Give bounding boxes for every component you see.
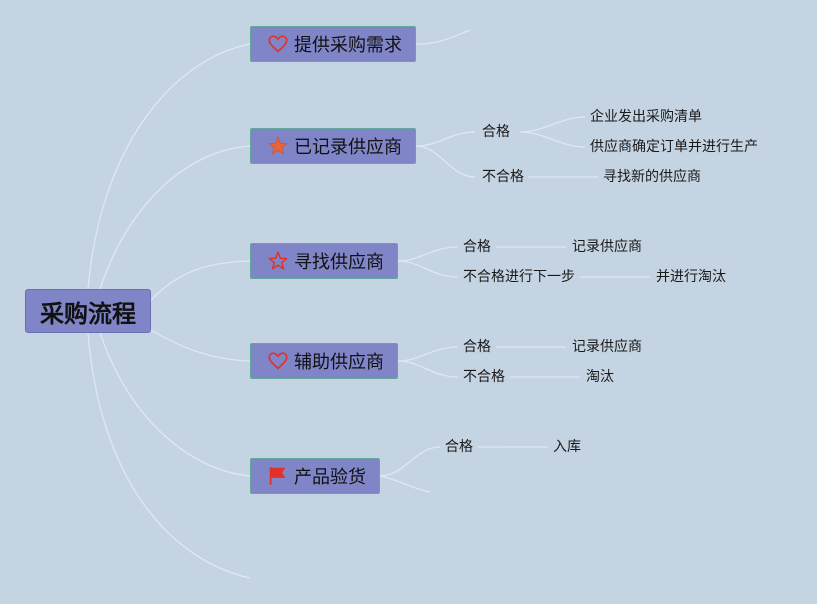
heart-icon: [267, 33, 289, 55]
edge-b2-pass-a: [519, 116, 586, 133]
edge-root-extra: [87, 332, 251, 579]
edge-branch-1-tail: [415, 29, 471, 45]
leaf-node[interactable]: 供应商确定订单并进行生产: [590, 139, 758, 155]
branch-node-2[interactable]: 已记录供应商: [250, 128, 416, 164]
branch-label: 寻找供应商: [294, 252, 384, 273]
edge-root-branch-1: [87, 43, 251, 290]
edge-b5-tail: [379, 475, 431, 493]
edge-b4-pass: [397, 346, 459, 362]
edge-b2-fail: [415, 145, 476, 178]
sub-node-fail[interactable]: 不合格: [463, 369, 505, 385]
heart-icon: [267, 350, 289, 372]
leaf-node[interactable]: 淘汰: [586, 369, 614, 385]
sub-node-pass[interactable]: 合格: [482, 124, 510, 140]
edge-root-branch-5: [99, 332, 251, 477]
sub-node-pass[interactable]: 合格: [463, 239, 491, 255]
edge-b5-pass: [379, 446, 441, 477]
sub-node-fail[interactable]: 不合格: [482, 169, 524, 185]
branch-node-1[interactable]: 提供采购需求: [250, 26, 416, 62]
sub-node-fail[interactable]: 不合格进行下一步: [463, 269, 575, 285]
branch-label: 产品验货: [294, 467, 366, 488]
star-filled-icon: [267, 135, 289, 157]
leaf-node[interactable]: 寻找新的供应商: [603, 169, 701, 185]
leaf-node[interactable]: 企业发出采购清单: [590, 109, 702, 125]
edge-b3-pass: [397, 246, 459, 262]
edge-b2-pass-b: [519, 131, 586, 148]
branch-label: 辅助供应商: [294, 352, 384, 373]
edge-b2-pass: [415, 131, 476, 147]
branch-label: 已记录供应商: [294, 137, 402, 158]
leaf-node[interactable]: 记录供应商: [572, 239, 642, 255]
star-outline-icon: [267, 250, 289, 272]
edge-b3-fail: [397, 260, 459, 278]
root-node[interactable]: 采购流程: [25, 289, 151, 333]
edge-root-branch-3: [150, 260, 251, 301]
edge-b4-fail: [397, 360, 459, 378]
branch-label: 提供采购需求: [294, 35, 402, 56]
edge-root-branch-4: [150, 329, 251, 362]
branch-node-3[interactable]: 寻找供应商: [250, 243, 398, 279]
leaf-node[interactable]: 记录供应商: [572, 339, 642, 355]
leaf-node[interactable]: 并进行淘汰: [656, 269, 726, 285]
branch-node-4[interactable]: 辅助供应商: [250, 343, 398, 379]
branch-node-5[interactable]: 产品验货: [250, 458, 380, 494]
leaf-node[interactable]: 入库: [553, 439, 581, 455]
sub-node-pass[interactable]: 合格: [445, 439, 473, 455]
flag-icon: [267, 465, 289, 487]
sub-node-pass[interactable]: 合格: [463, 339, 491, 355]
edge-root-branch-2: [99, 145, 251, 290]
